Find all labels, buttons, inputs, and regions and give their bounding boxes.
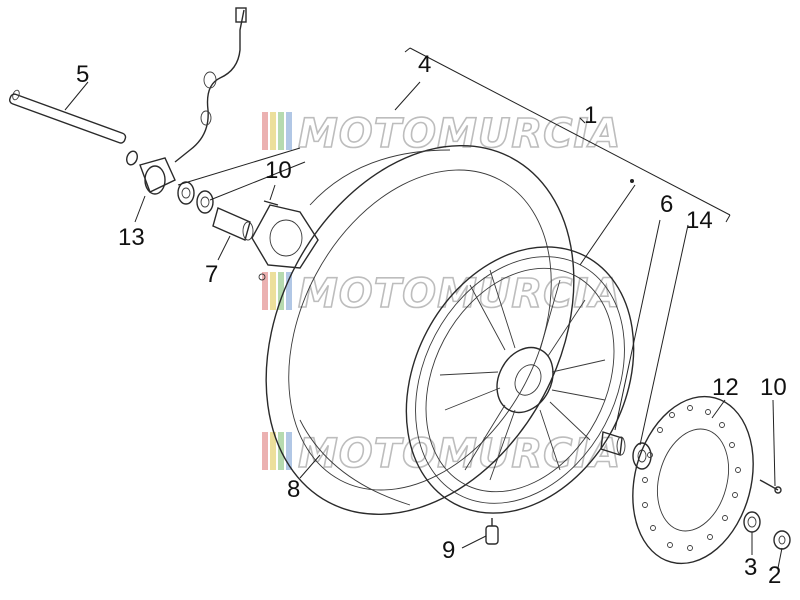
callout-5: 5: [76, 61, 89, 88]
right-spacer: [600, 431, 626, 456]
watermark-stripe: [262, 272, 268, 310]
watermark-stripe: [286, 272, 292, 310]
disc-holes: [642, 405, 741, 551]
hub-spacer: [212, 207, 254, 241]
brake-disc: [632, 395, 754, 565]
callout-10-left: 10: [265, 157, 292, 184]
left-bearing: [177, 181, 214, 214]
callout-9: 9: [442, 537, 455, 564]
wheel-axle: [9, 89, 138, 166]
tire: [265, 145, 575, 515]
callout-labels: 1 2 3 4 5 6 7 8 9 10 10 12 13 14: [76, 51, 787, 589]
watermark-stripe: [262, 432, 268, 470]
right-bearing: [632, 442, 652, 470]
callout-12: 12: [712, 374, 739, 401]
watermark-text: MOTOMURCIA: [298, 111, 621, 157]
wheel-rim: [405, 179, 635, 514]
rim-spokes: [469, 269, 586, 357]
watermark-stripe: [270, 432, 276, 470]
watermark-text: MOTOMURCIA: [298, 431, 621, 477]
leader-lines: [64, 47, 783, 569]
valve-dot: [630, 179, 634, 183]
watermark-stripe: [278, 112, 284, 150]
watermark-top: MOTOMURCIA: [262, 110, 621, 158]
callout-3: 3: [744, 554, 757, 581]
callout-13: 13: [118, 224, 145, 251]
callout-4: 4: [418, 51, 431, 78]
callout-8: 8: [287, 476, 300, 503]
brake-bracket: [251, 200, 319, 281]
watermark-stripe: [270, 272, 276, 310]
callout-2: 2: [768, 562, 781, 589]
watermark-stripe: [286, 432, 292, 470]
callout-14: 14: [686, 207, 713, 234]
wheel-hub: [496, 346, 554, 414]
callout-7: 7: [205, 261, 218, 288]
cable-connector: [235, 7, 247, 23]
callout-6: 6: [660, 191, 673, 218]
watermark-text: MOTOMURCIA: [298, 271, 621, 317]
callout-10-right: 10: [760, 374, 787, 401]
screw: [263, 200, 279, 206]
speedometer-cable: [174, 7, 247, 163]
washer: [743, 511, 761, 533]
watermark-middle: MOTOMURCIA: [262, 270, 621, 318]
disc-screw: [759, 479, 782, 494]
watermark-stripe: [278, 272, 284, 310]
callout-1: 1: [584, 102, 597, 129]
axle-washer: [126, 150, 138, 166]
watermark-bottom: MOTOMURCIA: [262, 430, 621, 478]
watermark-stripe: [270, 112, 276, 150]
watermark-stripe: [262, 112, 268, 150]
speedometer-drive: [139, 157, 176, 195]
nut: [773, 530, 791, 550]
tire-valve: [485, 518, 499, 545]
watermark-stripe: [286, 112, 292, 150]
